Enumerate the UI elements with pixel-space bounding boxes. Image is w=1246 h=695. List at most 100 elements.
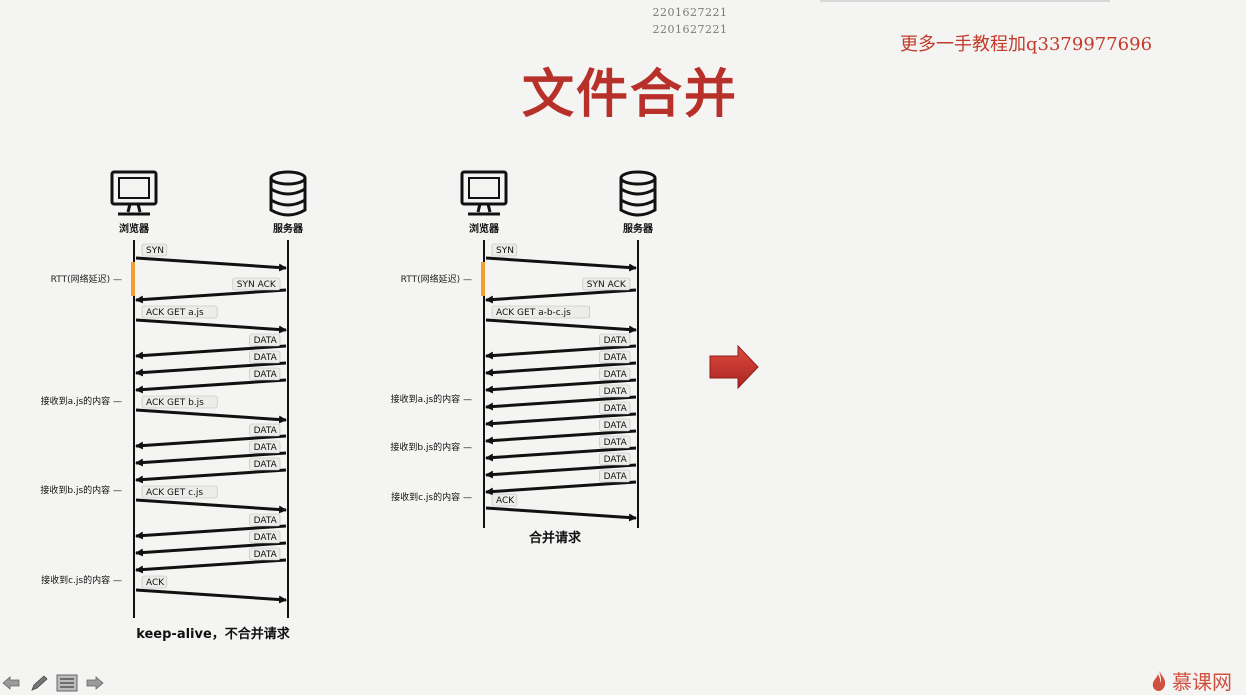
message-arrow bbox=[485, 480, 637, 496]
message-arrow bbox=[485, 344, 637, 360]
message-label-box bbox=[249, 440, 281, 454]
message-label-box bbox=[249, 513, 281, 527]
menu-icon[interactable] bbox=[56, 673, 78, 693]
message-label: SYN bbox=[496, 246, 514, 256]
browser-icon bbox=[460, 170, 508, 216]
receive-note: 接收到b.js的内容 — bbox=[40, 484, 122, 496]
message-label: DATA bbox=[604, 438, 628, 448]
message-label: DATA bbox=[604, 421, 628, 431]
message-arrow bbox=[135, 361, 287, 377]
message-label: DATA bbox=[254, 533, 278, 543]
diagram-caption: 合并请求 bbox=[529, 530, 582, 546]
pen-icon[interactable] bbox=[28, 673, 50, 693]
message-label-box bbox=[491, 305, 590, 319]
receive-note: 接收到a.js的内容 — bbox=[41, 395, 122, 407]
message-arrow bbox=[485, 256, 637, 272]
brand-logo: 慕课网 bbox=[1150, 666, 1232, 695]
message-arrow bbox=[135, 498, 287, 514]
receive-note: 接收到c.js的内容 — bbox=[41, 574, 122, 586]
message-arrow bbox=[485, 318, 637, 334]
message-label-box bbox=[599, 469, 631, 483]
message-arrow bbox=[485, 412, 637, 428]
message-label-box bbox=[599, 418, 631, 432]
rtt-label: RTT(网络延迟) — bbox=[51, 273, 122, 285]
server-label: 服务器 bbox=[273, 222, 304, 235]
message-label-box bbox=[249, 367, 281, 381]
message-arrow bbox=[135, 451, 287, 467]
message-label-box bbox=[599, 384, 631, 398]
message-label-box bbox=[582, 277, 631, 291]
forward-arrow-icon[interactable] bbox=[84, 673, 106, 693]
message-arrow bbox=[485, 288, 637, 304]
message-label: ACK GET b.js bbox=[146, 398, 204, 408]
message-label: DATA bbox=[254, 550, 278, 560]
message-arrow bbox=[135, 344, 287, 360]
back-arrow-icon[interactable] bbox=[0, 673, 22, 693]
receive-note: 接收到a.js的内容 — bbox=[391, 393, 472, 405]
message-label: DATA bbox=[254, 353, 278, 363]
transition-arrow bbox=[709, 344, 759, 390]
message-label: ACK GET a.js bbox=[146, 308, 204, 318]
message-label: DATA bbox=[604, 455, 628, 465]
flame-icon bbox=[1152, 670, 1166, 691]
message-label-box bbox=[141, 305, 218, 319]
right-sequence-diagram: 浏览器服务器RTT(网络延迟) —SYNSYN ACKACK GET a-b-c… bbox=[390, 170, 657, 546]
brand-name: 慕课网 bbox=[1172, 670, 1232, 694]
message-label: DATA bbox=[604, 404, 628, 414]
message-arrow bbox=[135, 468, 287, 484]
message-arrow bbox=[135, 408, 287, 424]
message-arrow bbox=[485, 506, 637, 522]
presentation-toolbar bbox=[0, 672, 106, 694]
browser-icon bbox=[110, 170, 158, 216]
message-arrow bbox=[485, 463, 637, 479]
message-label: DATA bbox=[604, 370, 628, 380]
message-arrow bbox=[135, 588, 287, 604]
message-arrow bbox=[135, 434, 287, 450]
message-label: ACK GET c.js bbox=[146, 488, 203, 498]
receive-note: 接收到b.js的内容 — bbox=[390, 441, 472, 453]
message-arrow bbox=[485, 429, 637, 445]
browser-label: 浏览器 bbox=[119, 222, 150, 235]
message-arrow bbox=[485, 378, 637, 394]
message-label-box bbox=[599, 401, 631, 415]
message-label: DATA bbox=[254, 370, 278, 380]
receive-note: 接收到c.js的内容 — bbox=[391, 491, 472, 503]
server-icon bbox=[269, 170, 307, 217]
message-label: DATA bbox=[254, 443, 278, 453]
promo-text: 更多一手教程加q3379977696 bbox=[900, 34, 1153, 55]
message-label: ACK bbox=[146, 578, 165, 588]
message-label: DATA bbox=[604, 472, 628, 482]
message-label-box bbox=[491, 243, 518, 257]
message-arrow bbox=[485, 361, 637, 377]
watermark-line-1: 2201627221 bbox=[652, 6, 728, 19]
top-edge-bar bbox=[820, 0, 1110, 2]
message-label-box bbox=[141, 485, 218, 499]
message-label-box bbox=[249, 530, 281, 544]
message-arrow bbox=[485, 395, 637, 411]
message-label-box bbox=[141, 395, 218, 409]
message-arrow bbox=[135, 558, 287, 574]
message-label-box bbox=[141, 243, 168, 257]
message-label-box bbox=[599, 435, 631, 449]
message-label: SYN bbox=[146, 246, 164, 256]
message-label-box bbox=[249, 333, 281, 347]
message-label: DATA bbox=[254, 426, 278, 436]
message-arrow bbox=[135, 524, 287, 540]
message-label: DATA bbox=[254, 336, 278, 346]
message-label-box bbox=[249, 423, 281, 437]
message-arrow bbox=[135, 288, 287, 304]
message-label-box bbox=[249, 547, 281, 561]
message-arrow bbox=[135, 318, 287, 334]
message-label: DATA bbox=[254, 516, 278, 526]
rtt-bar bbox=[481, 262, 485, 296]
message-label-box bbox=[599, 333, 631, 347]
message-arrow bbox=[135, 256, 287, 272]
message-arrow bbox=[135, 541, 287, 557]
message-label-box bbox=[599, 452, 631, 466]
diagram-caption: keep-alive，不合并请求 bbox=[136, 626, 291, 642]
message-arrow bbox=[485, 446, 637, 462]
message-label: ACK GET a-b-c.js bbox=[496, 308, 571, 318]
message-label: SYN ACK bbox=[587, 280, 627, 290]
message-label-box bbox=[599, 350, 631, 364]
message-label-box bbox=[141, 575, 168, 589]
